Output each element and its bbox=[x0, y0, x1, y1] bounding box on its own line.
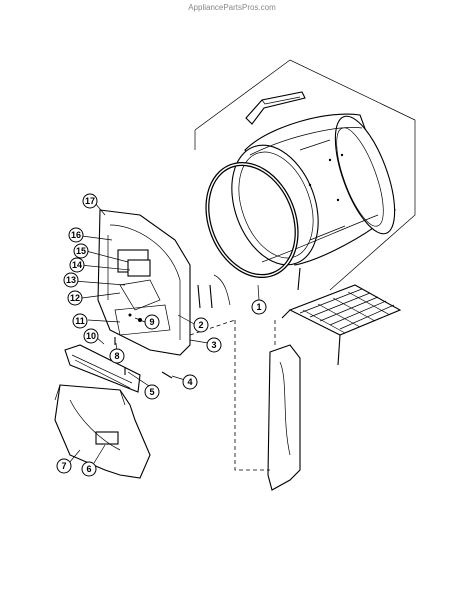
callout-15-label: 15 bbox=[76, 246, 86, 256]
callout-5-label: 5 bbox=[149, 387, 154, 397]
callout-14-label: 14 bbox=[72, 260, 82, 270]
callout-16-label: 16 bbox=[71, 230, 81, 240]
callout-4: 4 bbox=[182, 374, 198, 390]
cabinet-outline bbox=[194, 59, 416, 291]
callout-11-label: 11 bbox=[75, 316, 85, 326]
callout-10-label: 10 bbox=[86, 331, 96, 341]
callout-3-label: 3 bbox=[211, 340, 216, 350]
callout-11: 11 bbox=[72, 313, 88, 329]
callout-7-label: 7 bbox=[61, 461, 66, 471]
callout-6-label: 6 bbox=[86, 464, 91, 474]
callout-14: 14 bbox=[69, 257, 85, 273]
lint-filter bbox=[64, 344, 141, 393]
callout-15: 15 bbox=[73, 243, 89, 259]
callout-13: 13 bbox=[63, 272, 79, 288]
callout-3: 3 bbox=[206, 337, 222, 353]
callout-10: 10 bbox=[83, 328, 99, 344]
drum bbox=[231, 113, 396, 266]
callout-13-label: 13 bbox=[66, 275, 76, 285]
screws bbox=[114, 337, 173, 379]
callout-8-label: 8 bbox=[114, 351, 119, 361]
lint-duct bbox=[54, 384, 151, 479]
callout-12-label: 12 bbox=[70, 293, 80, 303]
callout-17: 17 bbox=[82, 193, 98, 209]
callout-9: 9 bbox=[144, 314, 160, 330]
front-bulkhead bbox=[97, 209, 191, 356]
callout-4-label: 4 bbox=[187, 377, 192, 387]
callout-1: 1 bbox=[251, 299, 267, 315]
callout-2: 2 bbox=[193, 317, 209, 333]
watermark-text: AppliancePartsPros.com bbox=[188, 3, 276, 12]
drum-screw bbox=[297, 267, 301, 291]
callout-2-label: 2 bbox=[198, 320, 203, 330]
thermostat-rods bbox=[197, 274, 231, 309]
callout-16: 16 bbox=[68, 227, 84, 243]
drum-seal-ring bbox=[205, 161, 299, 279]
callout-9-label: 9 bbox=[149, 317, 154, 327]
callout-1-label: 1 bbox=[256, 302, 261, 312]
callout-17-label: 17 bbox=[85, 196, 95, 206]
callout-8: 8 bbox=[109, 348, 125, 364]
connector-lines bbox=[189, 319, 276, 471]
callout-6: 6 bbox=[81, 461, 97, 477]
callout-12: 12 bbox=[67, 290, 83, 306]
leader-lines bbox=[68, 202, 260, 464]
callout-5: 5 bbox=[144, 384, 160, 400]
callout-7: 7 bbox=[56, 458, 72, 474]
top-bracket bbox=[245, 91, 306, 125]
air-duct bbox=[267, 344, 301, 491]
dry-rack bbox=[281, 284, 402, 366]
